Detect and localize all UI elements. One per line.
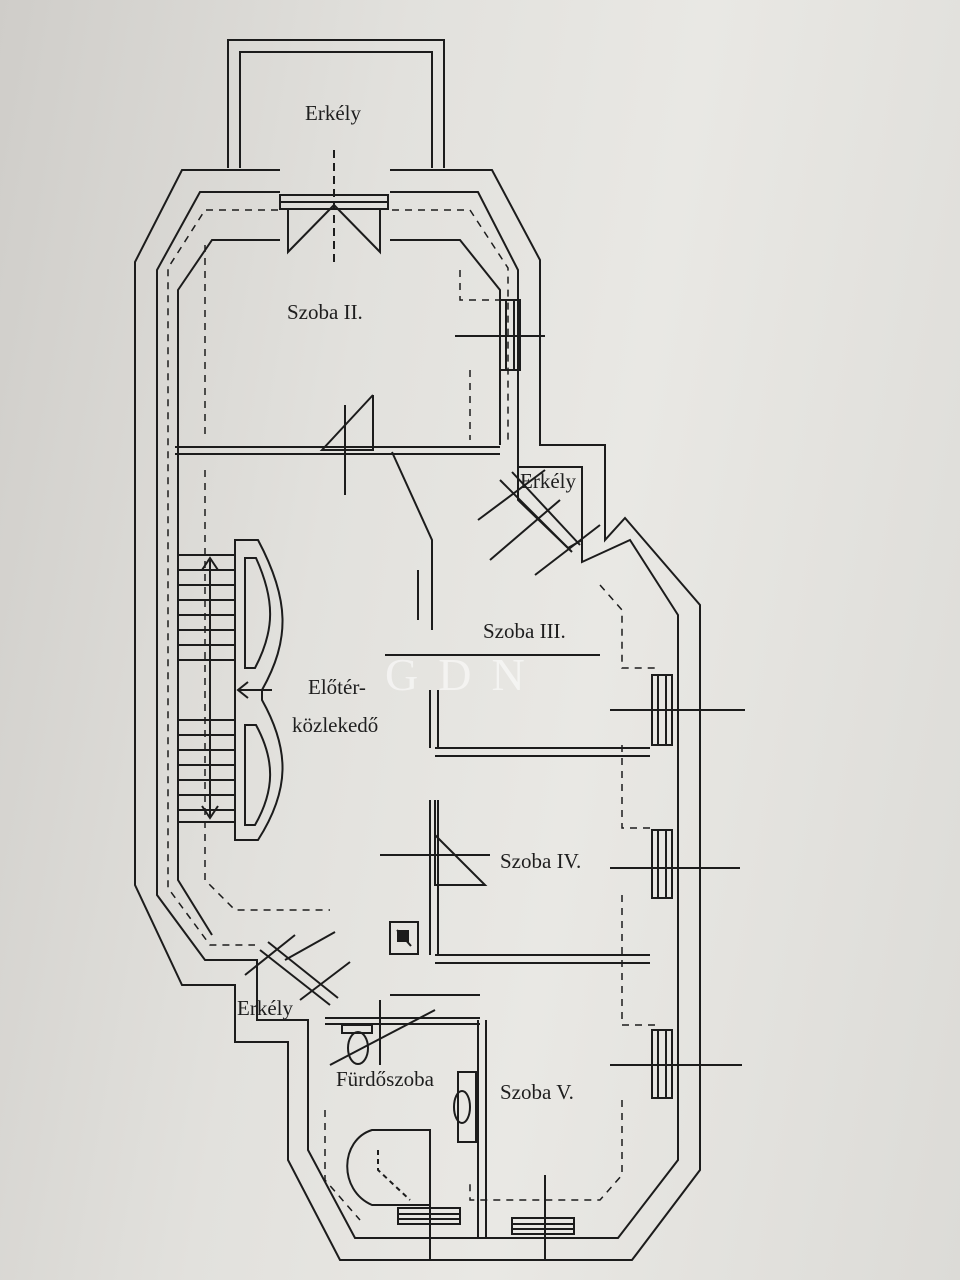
label-hallway-line1: Előtér- xyxy=(308,675,366,699)
label-hallway-line2: közlekedő xyxy=(292,713,379,737)
staircase xyxy=(178,539,284,841)
window-room-4 xyxy=(610,829,740,899)
window-room-2 xyxy=(455,299,545,371)
label-balcony-right: Erkély xyxy=(520,469,576,493)
right-balcony xyxy=(477,467,601,576)
label-room-4: Szoba IV. xyxy=(500,849,582,873)
window-room-3 xyxy=(610,674,745,746)
label-room-3: Szoba III. xyxy=(483,619,566,643)
inner-dashed-lines xyxy=(167,209,655,1221)
top-balcony-walls xyxy=(227,39,445,168)
label-balcony-top: Erkély xyxy=(305,101,361,125)
label-balcony-left: Erkély xyxy=(237,996,293,1020)
watermark-text: GDN xyxy=(385,649,545,700)
partition-walls xyxy=(175,446,650,1238)
window-bottom-right xyxy=(511,1175,575,1260)
left-balcony xyxy=(244,931,351,1006)
label-bathroom: Fürdőszoba xyxy=(336,1067,434,1091)
outer-walls xyxy=(134,169,701,1261)
door-swings xyxy=(319,394,490,1066)
balcony-door-top xyxy=(279,150,389,265)
label-room-2: Szoba II. xyxy=(287,300,363,324)
label-room-5: Szoba V. xyxy=(500,1080,574,1104)
window-room-5 xyxy=(610,1029,742,1099)
bathroom-fixtures xyxy=(341,921,477,1206)
